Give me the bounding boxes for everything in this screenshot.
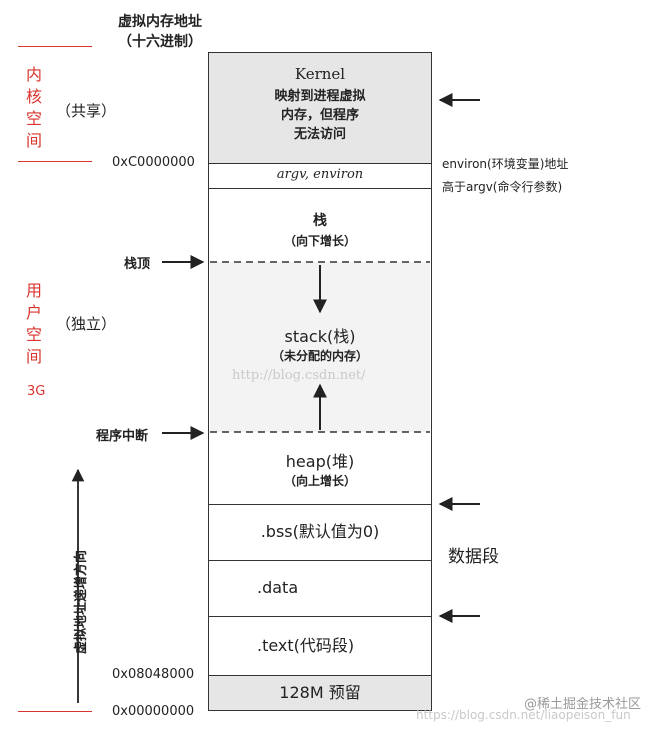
- kernel-space-char: 核: [26, 87, 43, 106]
- kernel-desc-line: 内存，但程序: [280, 108, 359, 123]
- stack-free-block: stack(栈) （未分配的内存）: [208, 323, 432, 364]
- argv-note: 高于argv(命令行参数): [442, 180, 563, 194]
- address-zero: 0x00000000: [112, 704, 195, 719]
- kernel-top-line: [18, 46, 92, 47]
- brand-watermark: @稀土掘金技术社区: [524, 697, 642, 712]
- stack-header: 栈 （向下增长）: [208, 210, 432, 249]
- stack-free-title: stack(栈): [284, 327, 356, 346]
- user-space-char: 用: [26, 281, 43, 300]
- kernel-segment: Kernel 映射到进程虚拟 内存，但程序 无法访问: [208, 52, 432, 164]
- stack-top-label: 栈顶: [124, 257, 151, 272]
- kernel-desc-line: 无法访问: [293, 127, 346, 142]
- bss-label: .bss(默认值为0): [260, 522, 380, 541]
- address-text-start: 0x08048000: [112, 667, 195, 682]
- center-watermark: http://blog.csdn.net/: [232, 368, 366, 383]
- environ-note: environ(环境变量)地址: [442, 157, 569, 171]
- stack-heap-segment: [208, 188, 432, 505]
- user-space-char: 间: [26, 347, 43, 366]
- heap-direction: （向上增长）: [283, 474, 356, 488]
- user-space-label: 用 户 空 间: [26, 280, 46, 368]
- address-header-line1: 虚拟内存地址: [118, 14, 202, 30]
- address-header: 虚拟内存地址 （十六进制）: [100, 12, 220, 52]
- user-size-label: 3G: [27, 384, 46, 399]
- kernel-space-char: 内: [26, 65, 43, 84]
- user-independent-label: （独立）: [56, 315, 117, 333]
- argv-environ-label: argv, environ: [276, 167, 364, 182]
- user-space-char: 户: [26, 303, 43, 322]
- stack-free-description: （未分配的内存）: [271, 349, 368, 363]
- kernel-title: Kernel: [294, 65, 346, 83]
- data-segment-label: 数据段: [448, 547, 499, 567]
- reserved-segment: 128M 预留: [208, 675, 432, 711]
- stack-title: 栈: [313, 213, 327, 229]
- kernel-space-char: 间: [26, 131, 43, 150]
- footer-watermark: https://blog.csdn.net/liaopeison_fun: [416, 708, 631, 722]
- kernel-user-line: [18, 161, 92, 162]
- address-kernel-start: 0xC0000000: [112, 155, 195, 170]
- kernel-shared-label: （共享）: [56, 102, 117, 120]
- user-space-char: 空: [26, 325, 43, 344]
- data-label: .data: [257, 578, 299, 597]
- kernel-desc-line: 映射到进程虚拟: [274, 89, 366, 104]
- kernel-space-label: 内 核 空 间: [26, 64, 46, 152]
- address-header-line2: （十六进制）: [118, 34, 202, 50]
- program-break-label: 程序中断: [96, 429, 149, 444]
- kernel-description: 映射到进程虚拟 内存，但程序 无法访问: [209, 87, 431, 144]
- user-bottom-line: [18, 711, 92, 712]
- reserved-label: 128M 预留: [279, 683, 361, 702]
- stack-direction: （向下增长）: [283, 234, 356, 248]
- text-label: .text(代码段): [257, 636, 355, 655]
- heap-block: heap(堆) （向上增长）: [208, 448, 432, 489]
- kernel-space-char: 空: [26, 109, 43, 128]
- heap-title: heap(堆): [285, 452, 355, 471]
